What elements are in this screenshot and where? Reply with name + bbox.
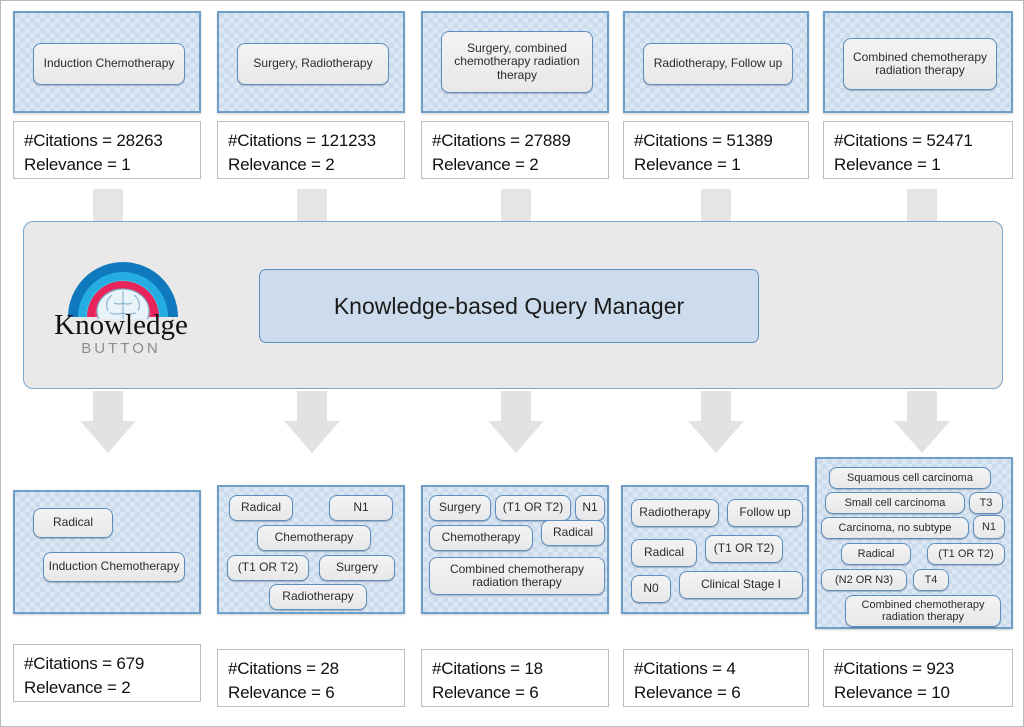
output-term-chip[interactable]: Surgery [319, 555, 395, 581]
output-term-chip[interactable]: (T1 OR T2) [927, 543, 1005, 565]
brain-logo-icon [68, 262, 178, 319]
input-citation-box-1: #Citations = 28263 Relevance = 1 [13, 121, 201, 179]
relevance-value: Relevance = 6 [432, 683, 539, 703]
output-panel-2: Radical N1 Chemotherapy (T1 OR T2) Surge… [217, 485, 405, 614]
knowledge-button-logo: Knowledge BUTTON [46, 241, 196, 371]
output-panel-5: Squamous cell carcinoma Small cell carci… [815, 457, 1013, 629]
output-panel-4: Radiotherapy Follow up Radical (T1 OR T2… [621, 485, 809, 614]
arrow-out-of-manager-2 [284, 391, 340, 453]
output-term-chip[interactable]: Radical [841, 543, 911, 565]
output-term-chip[interactable]: Clinical Stage I [679, 571, 803, 599]
citations-value: #Citations = 121233 [228, 131, 376, 150]
output-term-chip[interactable]: N1 [575, 495, 605, 521]
output-term-chip[interactable]: Combined chemotherapy radiation therapy [845, 595, 1001, 627]
output-term-chip[interactable]: Chemotherapy [429, 525, 533, 551]
citations-value: #Citations = 679 [24, 654, 145, 673]
output-term-chip[interactable]: T4 [913, 569, 949, 591]
input-citation-box-2: #Citations = 121233 Relevance = 2 [217, 121, 405, 179]
arrow-out-of-manager-4 [688, 391, 744, 453]
output-term-chip[interactable]: Follow up [727, 499, 803, 527]
relevance-value: Relevance = 1 [834, 155, 941, 175]
relevance-value: Relevance = 10 [834, 683, 950, 703]
output-term-chip[interactable]: Radical [541, 520, 605, 546]
citations-value: #Citations = 28 [228, 659, 339, 678]
arrow-out-of-manager-5 [894, 391, 950, 453]
logo-subtext: BUTTON [81, 340, 161, 357]
output-term-chip[interactable]: T3 [969, 492, 1003, 514]
output-citation-box-2: #Citations = 28 Relevance = 6 [217, 649, 405, 707]
output-term-chip[interactable]: N1 [973, 515, 1005, 539]
output-term-chip[interactable]: Induction Chemotherapy [43, 552, 185, 582]
relevance-value: Relevance = 1 [24, 155, 131, 175]
output-term-chip[interactable]: (T1 OR T2) [495, 495, 571, 521]
output-term-chip[interactable]: Radical [631, 539, 697, 567]
relevance-value: Relevance = 2 [432, 155, 539, 175]
input-query-chip-5[interactable]: Combined chemotherapy radiation therapy [843, 38, 997, 90]
output-term-chip[interactable]: Small cell carcinoma [825, 492, 965, 514]
arrow-out-of-manager-3 [488, 391, 544, 453]
input-panel-5: Combined chemotherapy radiation therapy [823, 11, 1013, 113]
output-term-chip[interactable]: N0 [631, 575, 671, 603]
relevance-value: Relevance = 1 [634, 155, 741, 175]
citations-value: #Citations = 28263 [24, 131, 163, 150]
output-term-chip[interactable]: (N2 OR N3) [821, 569, 907, 591]
logo-wordmark: Knowledge [54, 309, 188, 341]
citations-value: #Citations = 51389 [634, 131, 773, 150]
output-citation-box-4: #Citations = 4 Relevance = 6 [623, 649, 809, 707]
input-panel-2: Surgery, Radiotherapy [217, 11, 405, 113]
output-term-chip[interactable]: Surgery [429, 495, 491, 521]
input-panel-3: Surgery, combined chemotherapy radiation… [421, 11, 609, 113]
output-term-chip[interactable]: Radical [229, 495, 293, 521]
output-term-chip[interactable]: Radiotherapy [631, 499, 719, 527]
output-citation-box-5: #Citations = 923 Relevance = 10 [823, 649, 1013, 707]
output-citation-box-1: #Citations = 679 Relevance = 2 [13, 644, 201, 702]
arrow-out-of-manager-1 [80, 391, 136, 453]
citations-value: #Citations = 27889 [432, 131, 571, 150]
output-term-chip[interactable]: Radical [33, 508, 113, 538]
input-citation-box-5: #Citations = 52471 Relevance = 1 [823, 121, 1013, 179]
relevance-value: Relevance = 6 [228, 683, 335, 703]
input-query-chip-2[interactable]: Surgery, Radiotherapy [237, 43, 389, 85]
query-manager-title[interactable]: Knowledge-based Query Manager [259, 269, 759, 343]
output-term-chip[interactable]: Chemotherapy [257, 525, 371, 551]
relevance-value: Relevance = 6 [634, 683, 741, 703]
input-panel-4: Radiotherapy, Follow up [623, 11, 809, 113]
input-query-chip-4[interactable]: Radiotherapy, Follow up [643, 43, 793, 85]
output-term-chip[interactable]: (T1 OR T2) [705, 535, 783, 563]
output-panel-3: Surgery (T1 OR T2) N1 Chemotherapy Radic… [421, 485, 609, 614]
input-citation-box-3: #Citations = 27889 Relevance = 2 [421, 121, 609, 179]
citations-value: #Citations = 18 [432, 659, 543, 678]
input-query-chip-3[interactable]: Surgery, combined chemotherapy radiation… [441, 31, 593, 93]
citations-value: #Citations = 4 [634, 659, 736, 678]
input-citation-box-4: #Citations = 51389 Relevance = 1 [623, 121, 809, 179]
citations-value: #Citations = 52471 [834, 131, 973, 150]
input-panel-1: Induction Chemotherapy [13, 11, 201, 113]
output-term-chip[interactable]: Squamous cell carcinoma [829, 467, 991, 489]
output-term-chip[interactable]: Radiotherapy [269, 584, 367, 610]
input-query-chip-1[interactable]: Induction Chemotherapy [33, 43, 185, 85]
output-term-chip[interactable]: Carcinoma, no subtype [821, 517, 969, 539]
relevance-value: Relevance = 2 [24, 678, 131, 698]
relevance-value: Relevance = 2 [228, 155, 335, 175]
output-term-chip[interactable]: (T1 OR T2) [227, 555, 309, 581]
output-term-chip[interactable]: Combined chemotherapy radiation therapy [429, 557, 605, 595]
output-term-chip[interactable]: N1 [329, 495, 393, 521]
output-panel-1: Radical Induction Chemotherapy [13, 490, 201, 614]
output-citation-box-3: #Citations = 18 Relevance = 6 [421, 649, 609, 707]
citations-value: #Citations = 923 [834, 659, 955, 678]
